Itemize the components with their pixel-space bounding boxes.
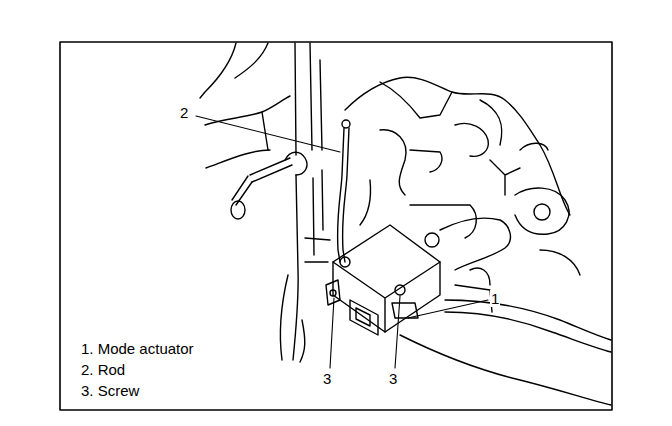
tube (320, 60, 323, 230)
tube (293, 43, 298, 360)
duct-line (235, 43, 268, 78)
housing (520, 143, 548, 150)
legend-text: 2. Rod (80, 361, 126, 378)
tube (280, 275, 304, 362)
fitting (534, 204, 550, 220)
leader-line (408, 300, 488, 318)
screw (395, 285, 405, 295)
cable (250, 158, 292, 182)
duct-line (200, 43, 236, 98)
leader-line (330, 298, 334, 368)
callout-number: 2 (179, 104, 189, 121)
panel-edge (400, 335, 611, 405)
housing (480, 100, 502, 145)
housing (455, 123, 488, 156)
harness-clip (455, 268, 492, 312)
housing (380, 82, 452, 118)
housing (410, 150, 442, 172)
mount-tab (392, 303, 418, 318)
leader-line (196, 116, 340, 152)
duct-line (205, 96, 290, 125)
tube (305, 238, 330, 262)
connector (231, 201, 245, 219)
mount-tab (326, 280, 340, 305)
actuator-body (333, 225, 440, 332)
housing (410, 205, 476, 238)
screw (330, 290, 336, 296)
callout-number: 3 (388, 370, 398, 387)
actuator-body (333, 262, 440, 332)
rod-end (342, 120, 350, 128)
housing (345, 77, 570, 215)
harness (445, 300, 611, 340)
housing (540, 250, 580, 275)
callout-number: 1 (490, 290, 500, 307)
actuator-connector (350, 300, 378, 335)
harness (445, 312, 611, 352)
callout-number: 3 (322, 370, 332, 387)
housing (360, 180, 371, 225)
lever-pivot (340, 257, 350, 267)
frame (60, 42, 612, 410)
fitting (425, 233, 439, 247)
legend-text: 3. Screw (80, 382, 140, 399)
legend-text: 1. Mode actuator (80, 340, 195, 357)
tube (310, 43, 314, 255)
housing (380, 130, 406, 195)
bracket (490, 160, 520, 195)
duct-line (206, 150, 270, 168)
leader-line (395, 296, 400, 368)
cable (232, 176, 252, 205)
rod (338, 128, 349, 262)
duct-line (262, 112, 268, 150)
housing (515, 188, 569, 234)
